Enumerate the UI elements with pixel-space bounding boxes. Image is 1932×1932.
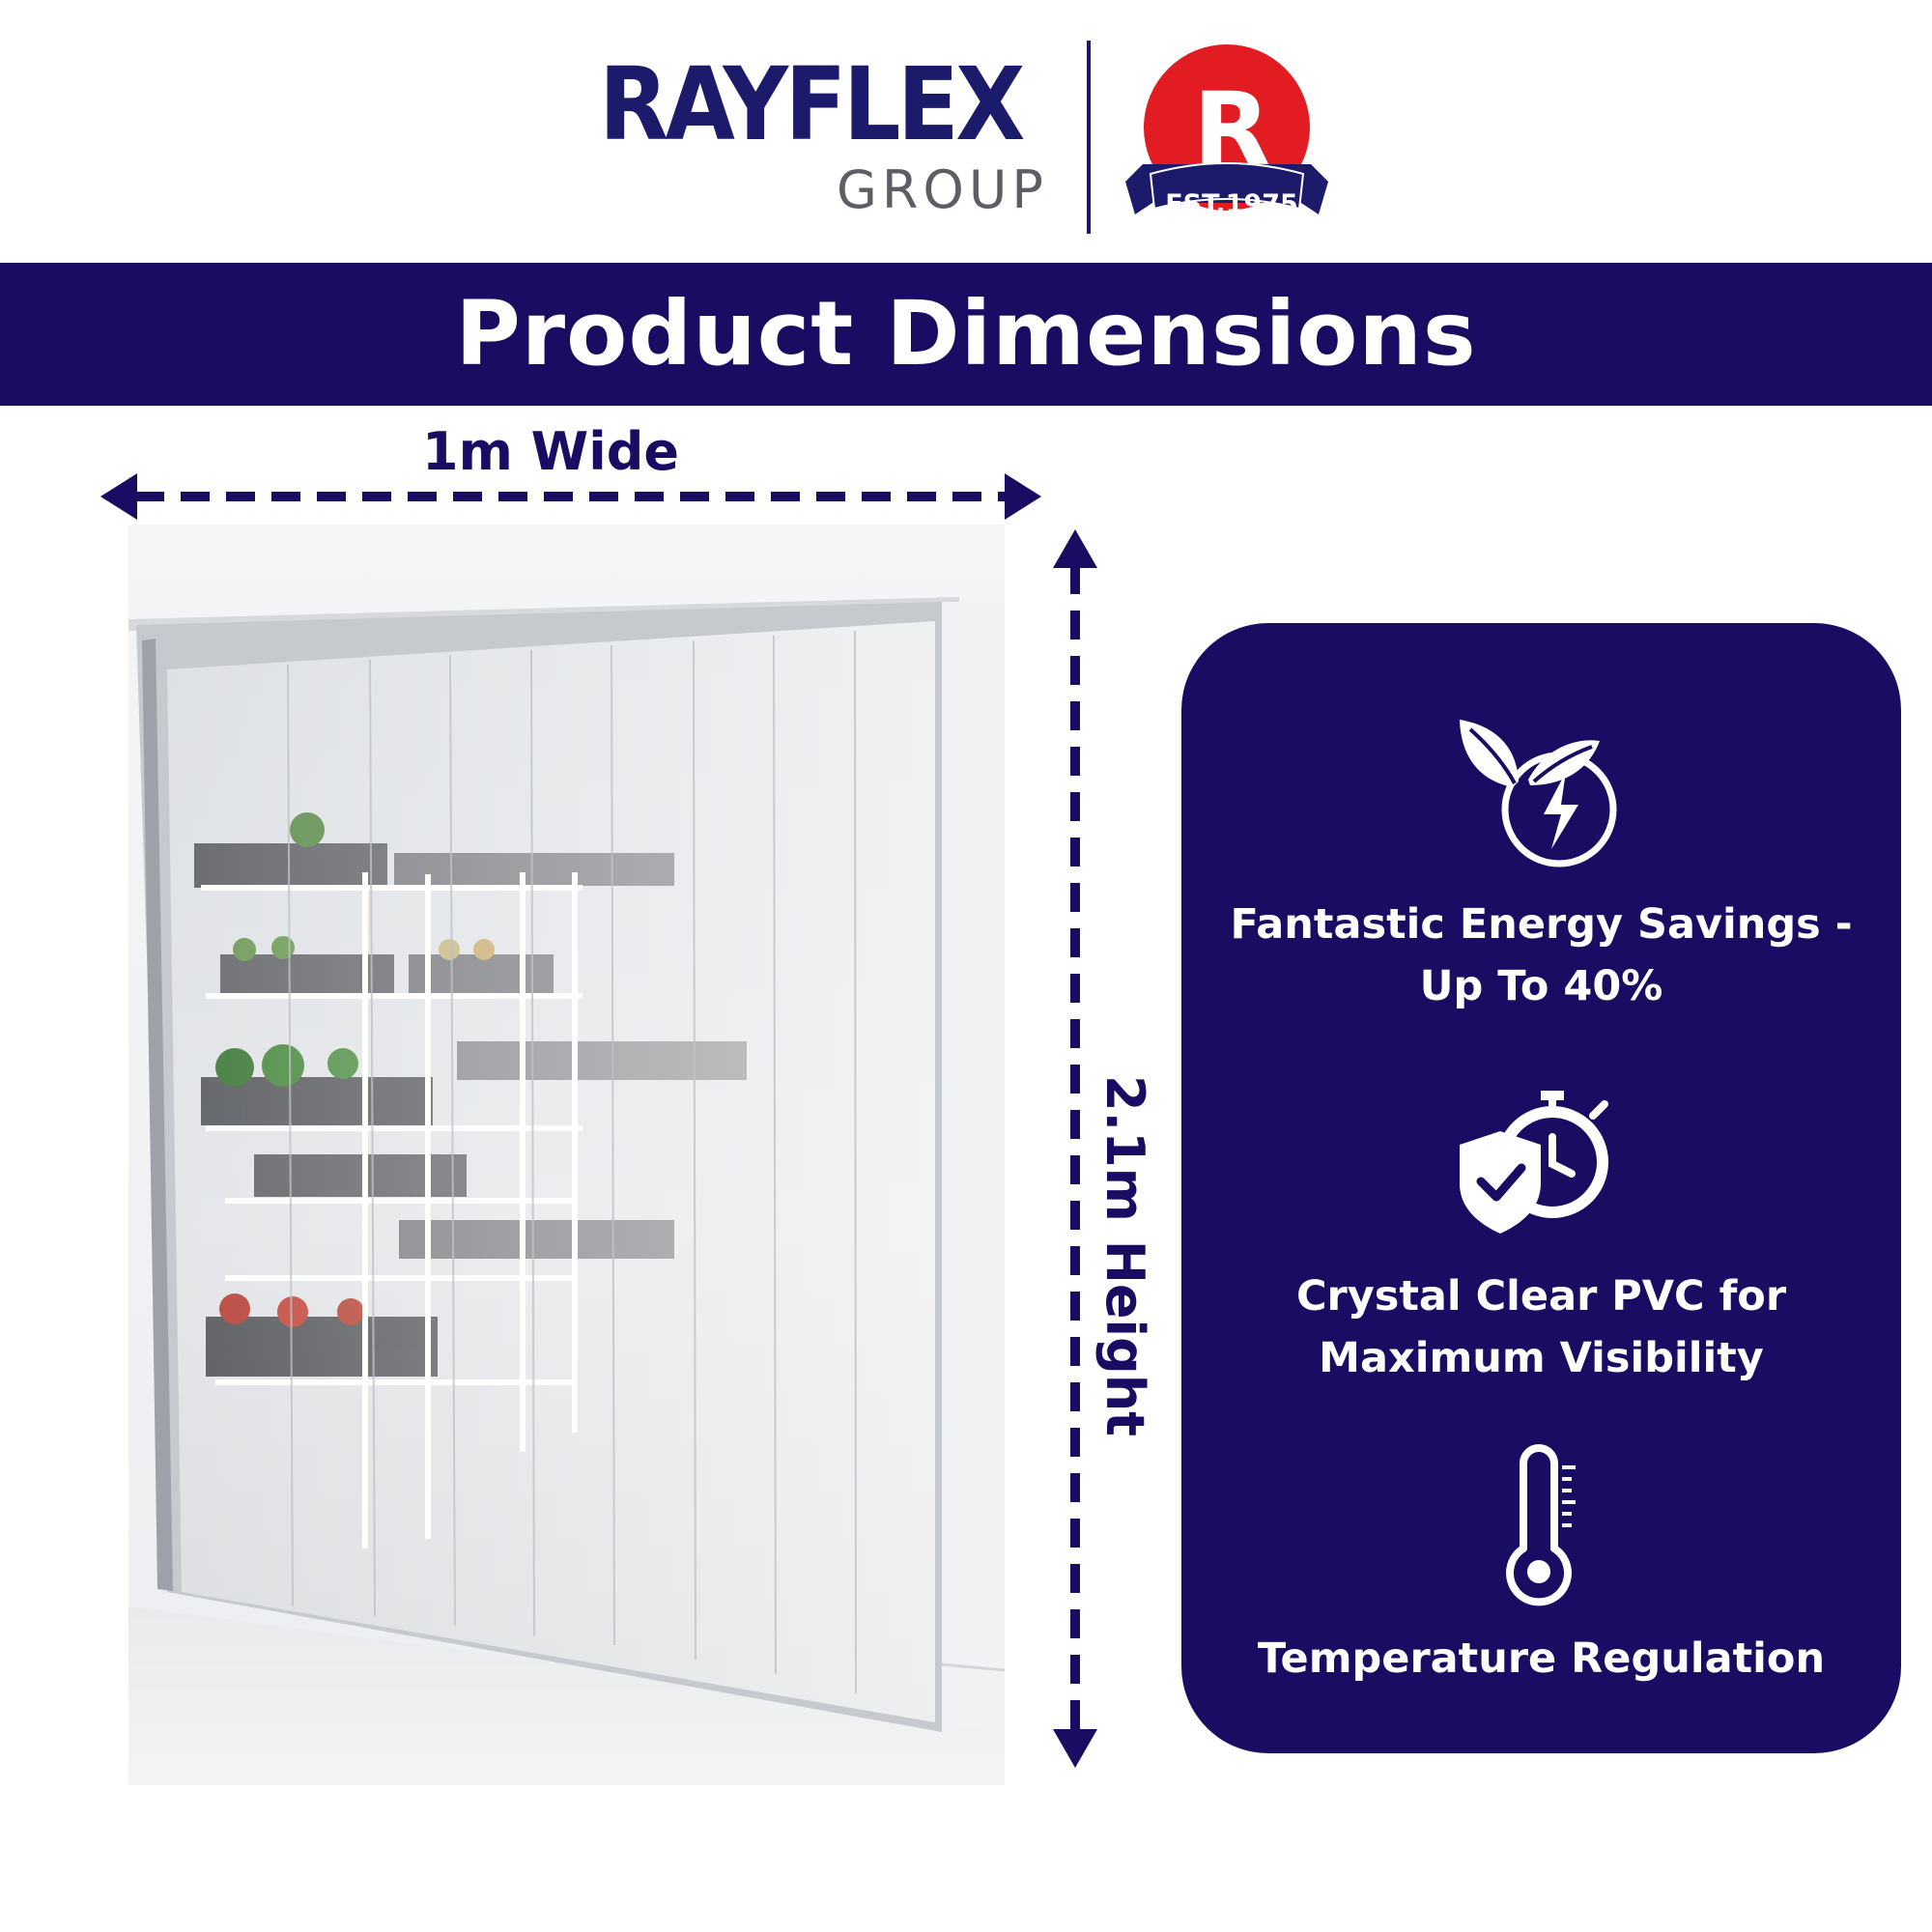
feature-text-temperature: Temperature Regulation [1257,1634,1826,1683]
brand-logo: RAYFLEX GROUP R EST.1975 [0,0,1932,263]
width-label: 1m Wide [422,421,679,482]
title-band: Product Dimensions [0,263,1932,406]
logo-divider [1087,41,1091,234]
product-photo [128,525,1005,1785]
thermometer-icon [1506,1444,1576,1606]
height-label: 2.1m Height [1094,1075,1155,1436]
leaf-energy-icon [1460,720,1617,867]
page-title: Product Dimensions [455,282,1477,385]
badge-letter: R [1192,71,1271,188]
brand-subtitle: GROUP [837,159,1048,220]
feature-text-energy: Fantastic Energy Savings - Up To 40% [1230,900,1853,1010]
brand-name: RAYFLEX [599,45,1025,163]
features-panel: Fantastic Energy Savings - Up To 40% Cry… [1181,623,1901,1753]
feature-text-visibility: Crystal Clear PVC for Maximum Visibility [1295,1272,1787,1382]
badge-established: EST.1975 [1165,189,1298,219]
brand-badge-icon [1125,44,1328,214]
shield-stopwatch-icon [1460,1091,1608,1234]
